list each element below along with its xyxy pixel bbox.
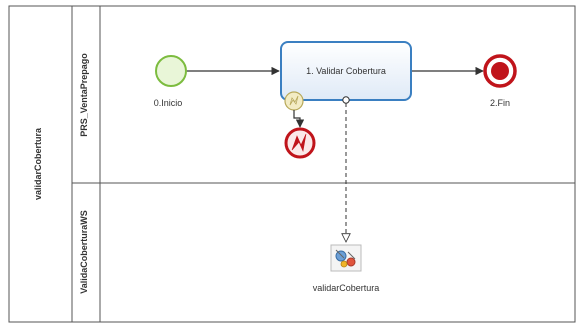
task-label: 1. Validar Cobertura [306,66,386,76]
service-label: validarCobertura [313,283,380,293]
end-event-label: 2.Fin [490,98,510,108]
pool-title: validarCobertura [33,127,43,200]
start-event[interactable] [155,55,187,87]
exception-flow[interactable] [293,110,305,128]
end-event-fill [491,62,509,80]
service-icon[interactable] [330,244,362,272]
lane-label-prs-venta-prepago: PRS_VentaPrepago [79,53,89,137]
lane-label-valida-cobertura-ws: ValidaCoberturaWS [79,210,89,294]
message-flow-origin [342,96,350,104]
boundary-error-icon [289,95,299,106]
error-icon [291,133,307,153]
start-event-label: 0.Inicio [154,98,183,108]
